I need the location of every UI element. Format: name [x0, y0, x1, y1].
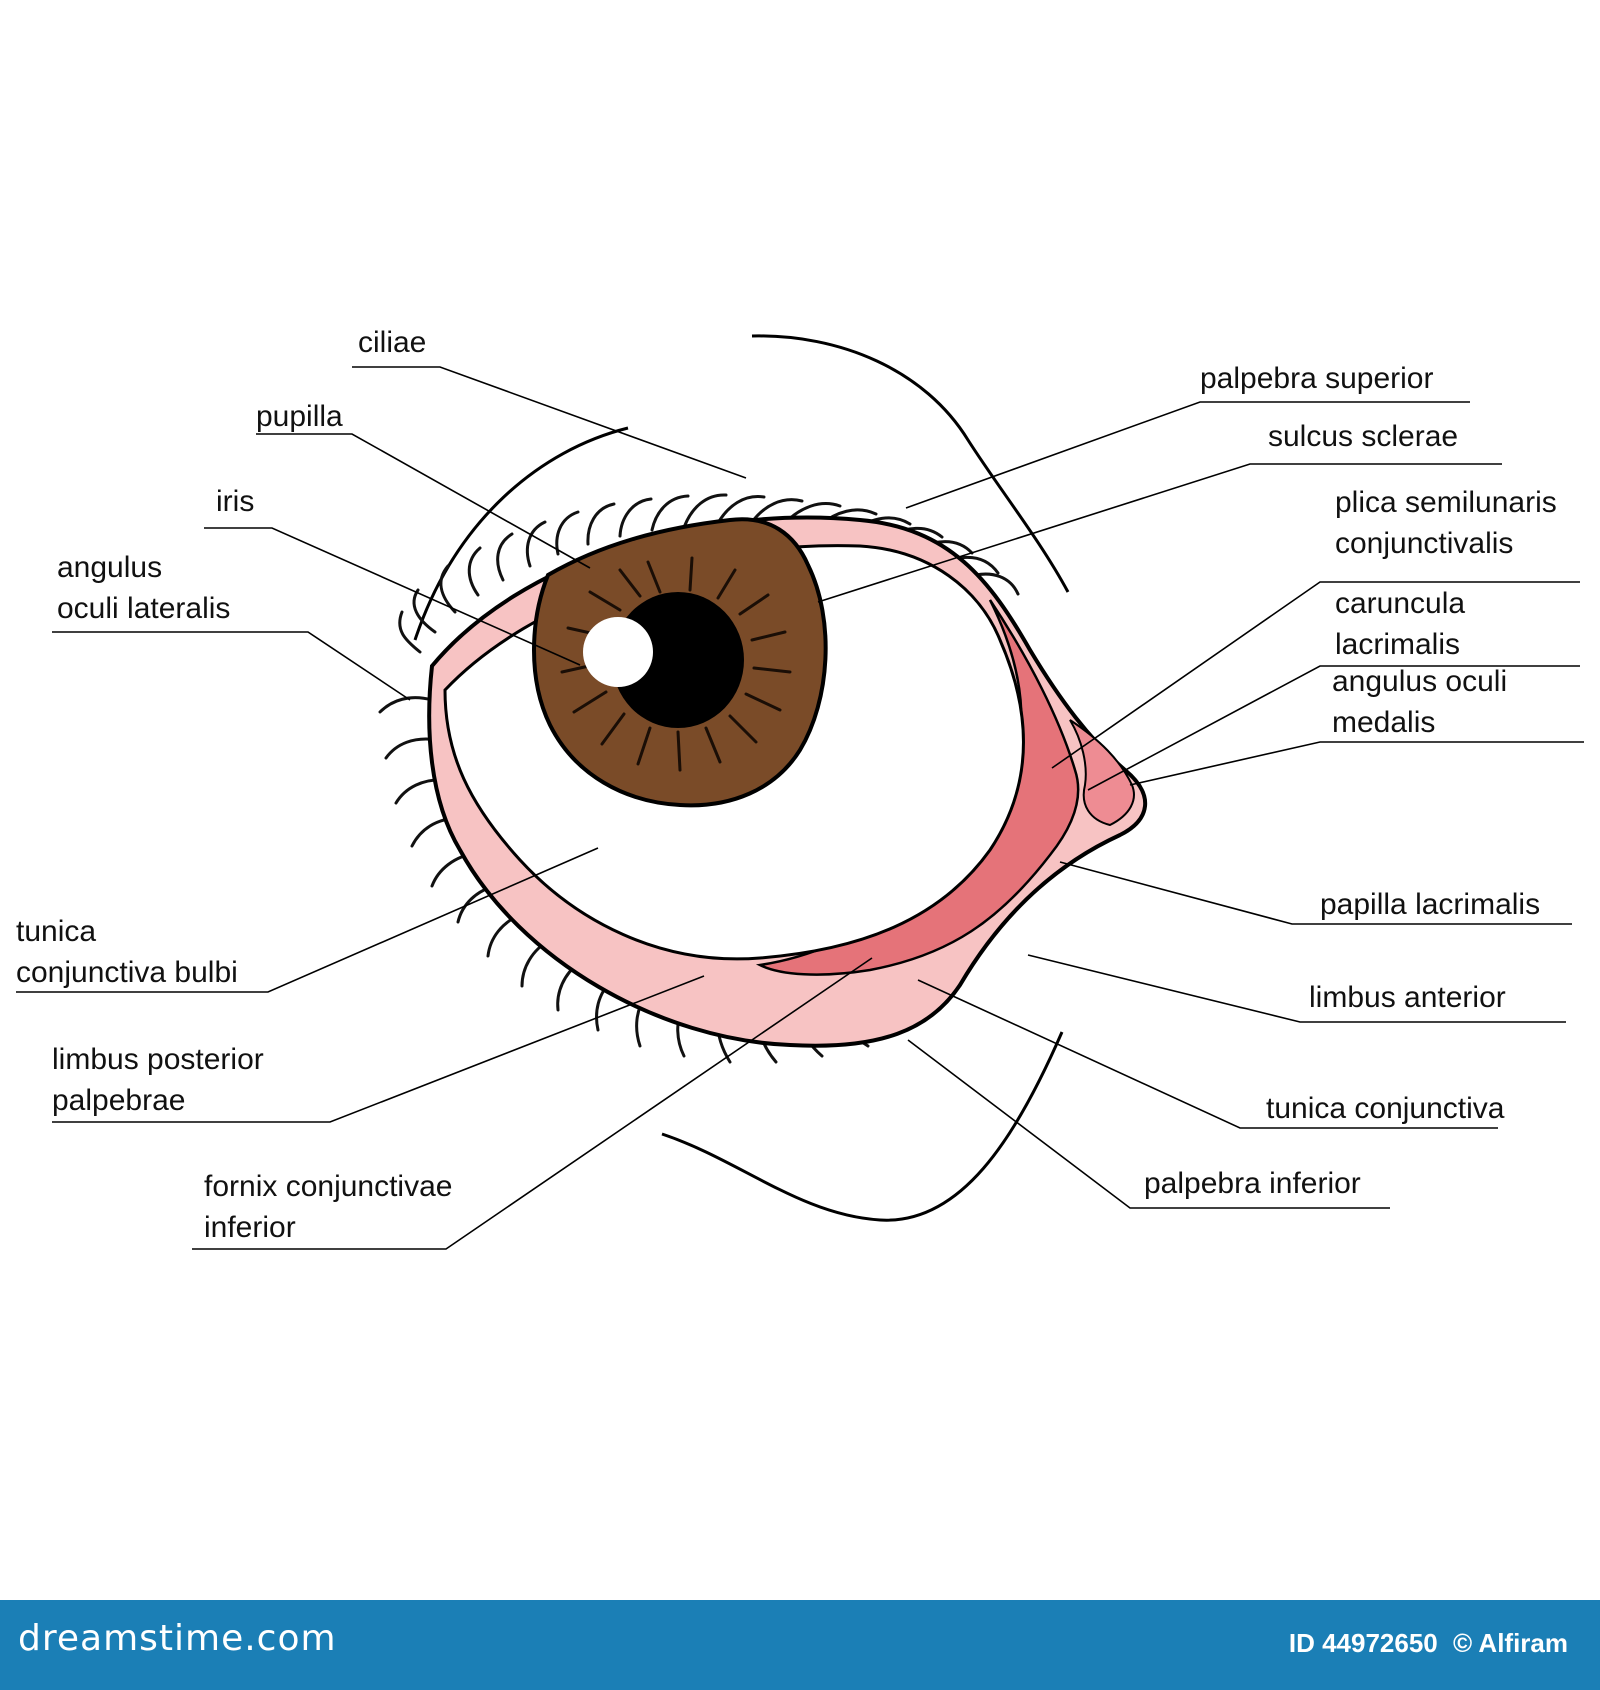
label-tunica-bulbi-line2: conjunctiva bulbi [16, 956, 238, 989]
label-ciliae-line1: ciliae [358, 326, 427, 359]
label-tunica-conjunctiva: tunica conjunctiva [1266, 1088, 1504, 1129]
orbit-upper-line [413, 426, 629, 641]
label-tunica-conjunctiva-line1: tunica conjunctiva [1266, 1092, 1505, 1125]
label-plica-line2: conjunctivalis [1335, 527, 1514, 560]
label-palpebra-inferior-line1: palpebra inferior [1144, 1167, 1361, 1200]
caruncula-shape [1069, 719, 1135, 827]
image-id: ID 44972650 [1288, 1628, 1438, 1658]
pupil [612, 592, 744, 728]
footer-bar: dreamstime.com ID 44972650 © Alfiram [0, 1600, 1600, 1690]
label-caruncula-line2: lacrimalis [1335, 628, 1461, 661]
label-limbus-posterior-line1: limbus posterior [52, 1043, 264, 1076]
label-iris-line1: iris [216, 485, 255, 518]
image-author: © Alfiram [1453, 1628, 1568, 1658]
cheek-line [661, 1031, 1064, 1222]
label-plica-semilunaris: plica semilunaris conjunctivalis [1335, 482, 1557, 564]
leader-lines [16, 366, 1584, 1250]
label-ciliae: ciliae [358, 322, 426, 363]
label-limbus-posterior-line2: palpebrae [52, 1084, 186, 1117]
label-papilla-line1: papilla lacrimalis [1320, 888, 1541, 921]
brand-logo-text: dreamstime.com [18, 1618, 337, 1659]
label-palpebra-inferior: palpebra inferior [1144, 1163, 1361, 1204]
label-plica-line1: plica semilunaris [1335, 486, 1557, 519]
label-palpebra-superior: palpebra superior [1200, 358, 1433, 399]
pupil-highlight [583, 617, 653, 687]
label-fornix-line2: inferior [204, 1211, 296, 1244]
label-caruncula-line1: caruncula [1335, 587, 1466, 620]
brow-line [751, 334, 1070, 593]
label-angulus-lateralis-line1: angulus [57, 551, 163, 584]
eye-anatomy-diagram: ciliae pupilla iris angulus oculi latera… [16, 322, 1584, 1250]
label-fornix-conjunctivae-inferior: fornix conjunctivae inferior [204, 1166, 452, 1248]
label-iris: iris [216, 481, 254, 522]
label-angulus-medalis-line2: medalis [1332, 706, 1436, 739]
label-tunica-conjunctiva-bulbi: tunica conjunctiva bulbi [16, 911, 238, 993]
eye-illustration [16, 334, 1584, 1250]
label-caruncula-lacrimalis: caruncula lacrimalis [1335, 583, 1465, 665]
label-tunica-bulbi-line1: tunica [16, 915, 97, 948]
label-limbus-anterior: limbus anterior [1309, 977, 1506, 1018]
label-pupilla: pupilla [256, 396, 343, 437]
label-limbus-posterior-palpebrae: limbus posterior palpebrae [52, 1039, 264, 1121]
label-angulus-oculi-medalis: angulus oculi medalis [1332, 661, 1507, 743]
label-fornix-line1: fornix conjunctivae [204, 1170, 453, 1203]
label-angulus-oculi-lateralis: angulus oculi lateralis [57, 547, 230, 629]
label-limbus-anterior-line1: limbus anterior [1309, 981, 1506, 1014]
label-sulcus-sclerae: sulcus sclerae [1268, 416, 1458, 457]
label-palpebra-superior-line1: palpebra superior [1200, 362, 1434, 395]
label-angulus-medalis-line1: angulus oculi [1332, 665, 1508, 698]
label-papilla-lacrimalis: papilla lacrimalis [1320, 884, 1540, 925]
label-sulcus-sclerae-line1: sulcus sclerae [1268, 420, 1459, 453]
label-pupilla-line1: pupilla [256, 400, 343, 433]
label-angulus-lateralis-line2: oculi lateralis [57, 592, 231, 625]
image-credit: ID 44972650 © Alfiram [1281, 1628, 1568, 1659]
